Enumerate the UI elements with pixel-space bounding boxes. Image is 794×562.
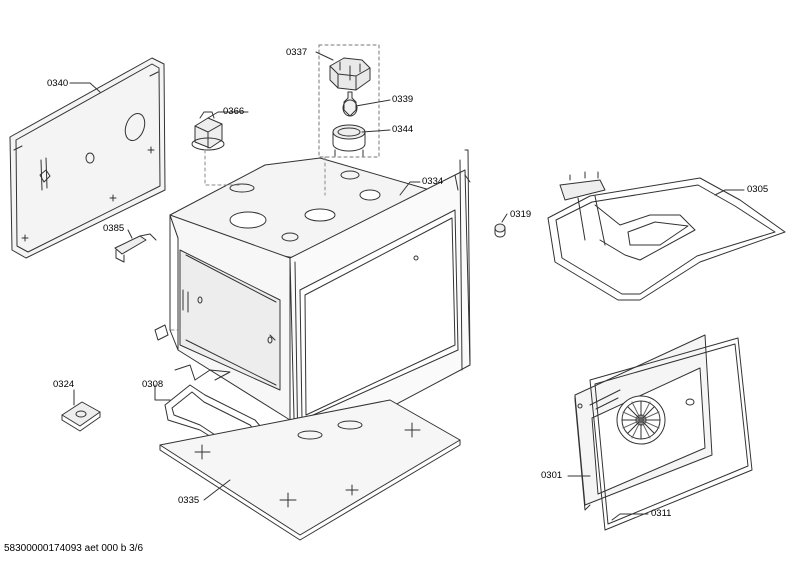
label-0308: 0308: [142, 379, 164, 390]
label-0305: 0305: [747, 184, 769, 195]
label-0339: 0339: [392, 94, 414, 105]
lamp-holder-part-0337[interactable]: [330, 58, 370, 90]
label-0324: 0324: [53, 379, 75, 390]
lock-part-0385[interactable]: [115, 234, 156, 262]
label-0334: 0334: [422, 176, 444, 187]
label-0301: 0301: [541, 470, 563, 481]
label-0344: 0344: [392, 124, 414, 135]
knob-part-0319[interactable]: [495, 224, 505, 237]
label-0319: 0319: [510, 209, 532, 220]
bottom-panel-part-0335[interactable]: [160, 400, 460, 540]
assembly-lines: [170, 150, 325, 330]
pad-part-0324[interactable]: [62, 402, 100, 431]
door-seal-part-0311[interactable]: [590, 338, 752, 530]
oven-cavity-part-0334[interactable]: [155, 150, 470, 458]
document-footer: 58300000174093 aet 000 b 3/6: [4, 543, 144, 554]
rear-panel-part-0340[interactable]: [10, 58, 165, 258]
label-0385: 0385: [103, 223, 125, 234]
lamp-group: [319, 45, 379, 157]
label-0337: 0337: [286, 47, 308, 58]
lamp-cover-part-0344[interactable]: [333, 125, 365, 156]
label-0340: 0340: [47, 78, 69, 89]
lamp-bulb-part-0339[interactable]: [343, 92, 357, 116]
grill-element-part-0305[interactable]: [548, 172, 785, 300]
label-0311: 0311: [651, 508, 672, 519]
fan-cover-part-0301[interactable]: [575, 335, 712, 510]
label-0366: 0366: [223, 106, 245, 117]
leader-lines: [70, 52, 744, 520]
label-0335: 0335: [178, 495, 200, 506]
